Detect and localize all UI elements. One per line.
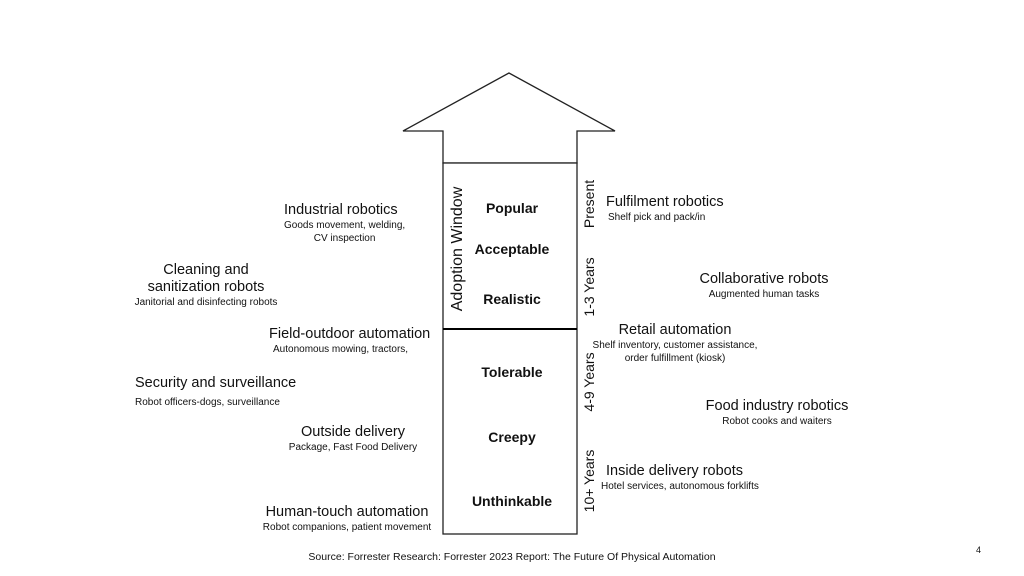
category-subtitle: Augmented human tasks	[708, 289, 820, 300]
category-subtitle: Hotel services, autonomous forklifts	[601, 481, 759, 492]
category-subtitle: Autonomous mowing, tractors,	[273, 344, 409, 355]
arrow-shaft	[442, 162, 578, 535]
category-cleaning-sanitization: Cleaning and sanitization robots Janitor…	[130, 262, 282, 309]
category-title: Security and surveillance	[135, 375, 297, 391]
category-subtitle: Goods movement, welding,	[284, 220, 406, 231]
timeframe-10-plus-years: 10+ Years	[581, 449, 597, 513]
category-title: Retail automation	[618, 322, 732, 338]
level-popular: Popular	[485, 200, 539, 216]
category-retail-automation: Retail automation Shelf inventory, custo…	[590, 322, 760, 365]
page-number: 4	[976, 545, 982, 555]
category-title: Cleaning and	[163, 262, 249, 278]
category-subtitle: Shelf inventory, customer assistance,	[592, 340, 758, 351]
category-subtitle: Robot companions, patient movement	[262, 522, 432, 533]
arrow-head	[402, 72, 616, 164]
category-title: Fulfilment robotics	[606, 194, 724, 210]
category-industrial-robotics: Industrial robotics Goods movement, weld…	[284, 202, 405, 245]
category-title: Collaborative robots	[699, 271, 829, 287]
category-subtitle: Package, Fast Food Delivery	[288, 442, 418, 453]
category-inside-delivery-robots: Inside delivery robots Hotel services, a…	[601, 463, 759, 493]
category-outside-delivery: Outside delivery Package, Fast Food Deli…	[284, 424, 422, 454]
category-subtitle: Janitorial and disinfecting robots	[134, 297, 278, 308]
timeframe-1-3-years: 1-3 Years	[581, 257, 597, 317]
level-acceptable: Acceptable	[474, 241, 550, 257]
category-title: Outside delivery	[301, 424, 405, 440]
level-creepy: Creepy	[488, 429, 536, 445]
category-title: Food industry robotics	[705, 398, 849, 414]
category-subtitle: Shelf pick and pack/in	[608, 212, 706, 223]
level-tolerable: Tolerable	[481, 364, 543, 380]
category-title-2: sanitization robots	[147, 279, 265, 295]
category-title: Industrial robotics	[284, 202, 398, 218]
category-subtitle: Robot officers-dogs, surveillance	[135, 397, 280, 408]
category-security-surveillance: Security and surveillance Robot officers…	[135, 375, 296, 409]
category-title: Human-touch automation	[265, 504, 429, 520]
timeframe-present: Present	[581, 179, 597, 229]
category-fulfilment-robotics: Fulfilment robotics Shelf pick and pack/…	[606, 194, 724, 224]
category-title: Inside delivery robots	[606, 463, 744, 479]
category-food-industry-robotics: Food industry robotics Robot cooks and w…	[700, 398, 854, 428]
category-subtitle-2: order fulfillment (kiosk)	[624, 353, 726, 364]
category-human-touch-automation: Human-touch automation Robot companions,…	[256, 504, 438, 534]
category-collaborative-robots: Collaborative robots Augmented human tas…	[696, 271, 832, 301]
category-subtitle: Robot cooks and waiters	[722, 416, 832, 427]
category-subtitle-2: CV inspection	[313, 233, 376, 244]
category-title: Field-outdoor automation	[269, 326, 431, 342]
level-realistic: Realistic	[483, 291, 541, 307]
source-citation: Source: Forrester Research: Forrester 20…	[308, 551, 716, 563]
category-field-outdoor-automation: Field-outdoor automation Autonomous mowi…	[269, 326, 430, 356]
level-unthinkable: Unthinkable	[471, 493, 553, 509]
